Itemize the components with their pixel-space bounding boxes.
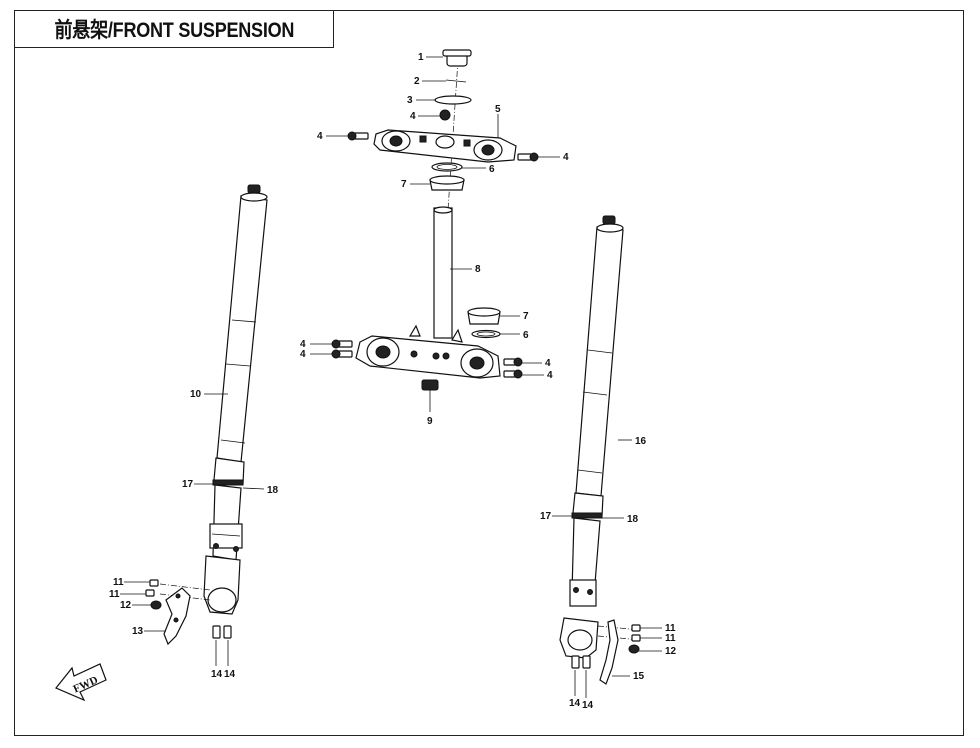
callout-13: 13 — [132, 626, 144, 637]
callout-11: 11 — [665, 633, 676, 644]
part-7-bearing-lower — [467, 307, 501, 325]
callout-14: 14 — [582, 700, 594, 711]
callout-17: 17 — [182, 479, 194, 490]
part-4-bolt-left-upper — [347, 131, 369, 141]
callout-14: 14 — [211, 669, 223, 680]
callout-4: 4 — [563, 152, 569, 163]
part-7-bearing-upper — [429, 175, 465, 191]
callout-4: 4 — [547, 370, 553, 381]
drawing-frame — [14, 10, 964, 736]
callout-3: 3 — [407, 95, 413, 106]
callout-6: 6 — [523, 330, 529, 341]
callout-labels: 1 2 3 4 4 4 5 6 7 8 7 6 4 4 4 4 9 10 16 … — [109, 52, 677, 711]
callout-4: 4 — [300, 349, 306, 360]
callout-18: 18 — [267, 485, 279, 496]
callout-5: 5 — [495, 104, 501, 115]
callout-7: 7 — [523, 311, 529, 322]
callout-11: 11 — [113, 577, 124, 588]
part-4-bolt-top — [439, 109, 451, 121]
callout-1: 1 — [418, 52, 424, 63]
callout-12: 12 — [120, 600, 132, 611]
callout-18: 18 — [627, 514, 639, 525]
forward-direction-arrow: FWD — [55, 663, 107, 702]
left-fork-leg — [203, 184, 268, 615]
part-5-upper-triple-clamp — [373, 129, 517, 163]
steering-stem-assembly — [331, 49, 539, 391]
callout-14: 14 — [224, 669, 236, 680]
callout-15: 15 — [633, 671, 645, 682]
part-1-stem-nut — [442, 49, 472, 67]
left-brake-bracket-parts — [145, 579, 232, 646]
part-3-washer — [434, 95, 472, 105]
callout-17: 17 — [540, 511, 552, 522]
right-brake-bracket-parts — [571, 619, 641, 685]
callout-2: 2 — [414, 76, 420, 87]
part-9-stem-bottom-nut — [421, 379, 439, 391]
page-title: 前悬架/FRONT SUSPENSION — [54, 19, 294, 42]
callout-11: 11 — [665, 623, 676, 634]
right-fork-leg — [559, 215, 624, 659]
callout-8: 8 — [475, 264, 481, 275]
lower-triple-clamp — [355, 324, 501, 379]
callout-9: 9 — [427, 416, 433, 427]
callout-16: 16 — [635, 436, 647, 447]
callout-10: 10 — [190, 389, 202, 400]
part-4-bolts-left-lower — [331, 339, 353, 359]
title-box: 前悬架/FRONT SUSPENSION — [14, 10, 334, 48]
callout-14: 14 — [569, 698, 581, 709]
callout-4: 4 — [545, 358, 551, 369]
callout-12: 12 — [665, 646, 677, 657]
part-2-washer — [445, 79, 467, 83]
callout-4: 4 — [300, 339, 306, 350]
callout-6: 6 — [489, 164, 495, 175]
part-6-seal-lower — [471, 329, 501, 339]
part-4-bolt-right-upper — [517, 152, 539, 162]
callout-7: 7 — [401, 179, 407, 190]
leader-lines — [120, 56, 662, 698]
callout-11: 11 — [109, 589, 120, 600]
part-4-bolts-right-lower — [503, 357, 523, 379]
part-6-bearing-upper — [431, 162, 463, 172]
callout-4: 4 — [410, 111, 416, 122]
callout-4: 4 — [317, 131, 323, 142]
part-8-steering-stem — [433, 206, 453, 339]
